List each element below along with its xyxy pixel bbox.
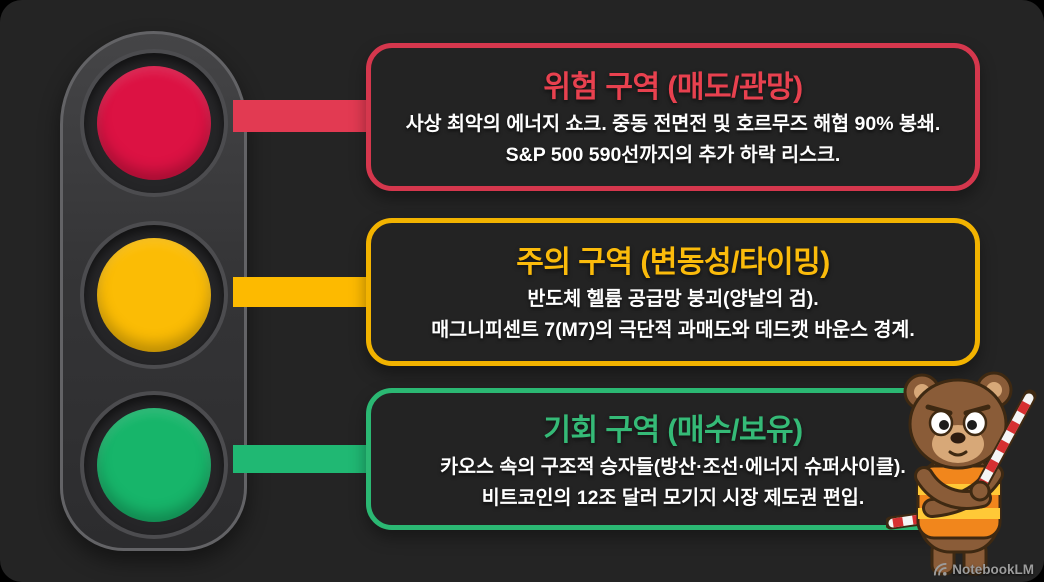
traffic-light-socket-yellow: [80, 221, 228, 369]
zone-title-opportunity: 기회 구역 (매수/보유): [543, 414, 803, 447]
zone-line: 카오스 속의 구조적 승자들(방산·조선·에너지 슈퍼사이클).: [440, 456, 906, 478]
zone-card-danger: 위험 구역 (매도/관망) 사상 최악의 에너지 쇼크. 중동 전면전 및 호르…: [366, 43, 980, 191]
yellow-light: [97, 238, 211, 352]
zone-line: 반도체 헬륨 공급망 붕괴(양날의 검).: [527, 288, 819, 310]
connector-green: [233, 445, 371, 473]
zone-title-danger: 위험 구역 (매도/관망): [543, 71, 803, 104]
bear-mascot: [884, 366, 1038, 578]
green-light: [97, 408, 211, 522]
zone-line: 매그니피센트 7(M7)의 극단적 과매도와 데드캣 바운스 경계.: [431, 319, 915, 342]
zone-line: 비트코인의 12조 달러 모기지 시장 제도권 편입.: [481, 487, 865, 510]
traffic-light-socket-red: [80, 49, 228, 197]
bear-mascot-illustration: [884, 371, 1037, 576]
zone-title-caution: 주의 구역 (변동성/타이밍): [516, 246, 830, 279]
zone-card-caution: 주의 구역 (변동성/타이밍) 반도체 헬륨 공급망 붕괴(양날의 검). 매그…: [366, 218, 980, 366]
notebooklm-logo-icon: [934, 562, 947, 576]
traffic-light: [60, 31, 247, 551]
watermark-label: NotebookLM: [952, 562, 1034, 577]
watermark: NotebookLM: [933, 562, 1034, 577]
zone-card-opportunity: 기회 구역 (매수/보유) 카오스 속의 구조적 승자들(방산·조선·에너지 슈…: [366, 388, 980, 530]
connector-yellow: [233, 277, 371, 307]
zone-line: 사상 최악의 에너지 쇼크. 중동 전면전 및 호르무즈 해협 90% 봉쇄.: [405, 113, 941, 135]
traffic-light-socket-green: [80, 391, 228, 539]
traffic-baton-right: [971, 389, 1037, 499]
zone-line: S&P 500 590선까지의 추가 하락 리스크.: [505, 144, 841, 167]
red-light: [97, 66, 211, 180]
connector-red: [233, 100, 371, 132]
